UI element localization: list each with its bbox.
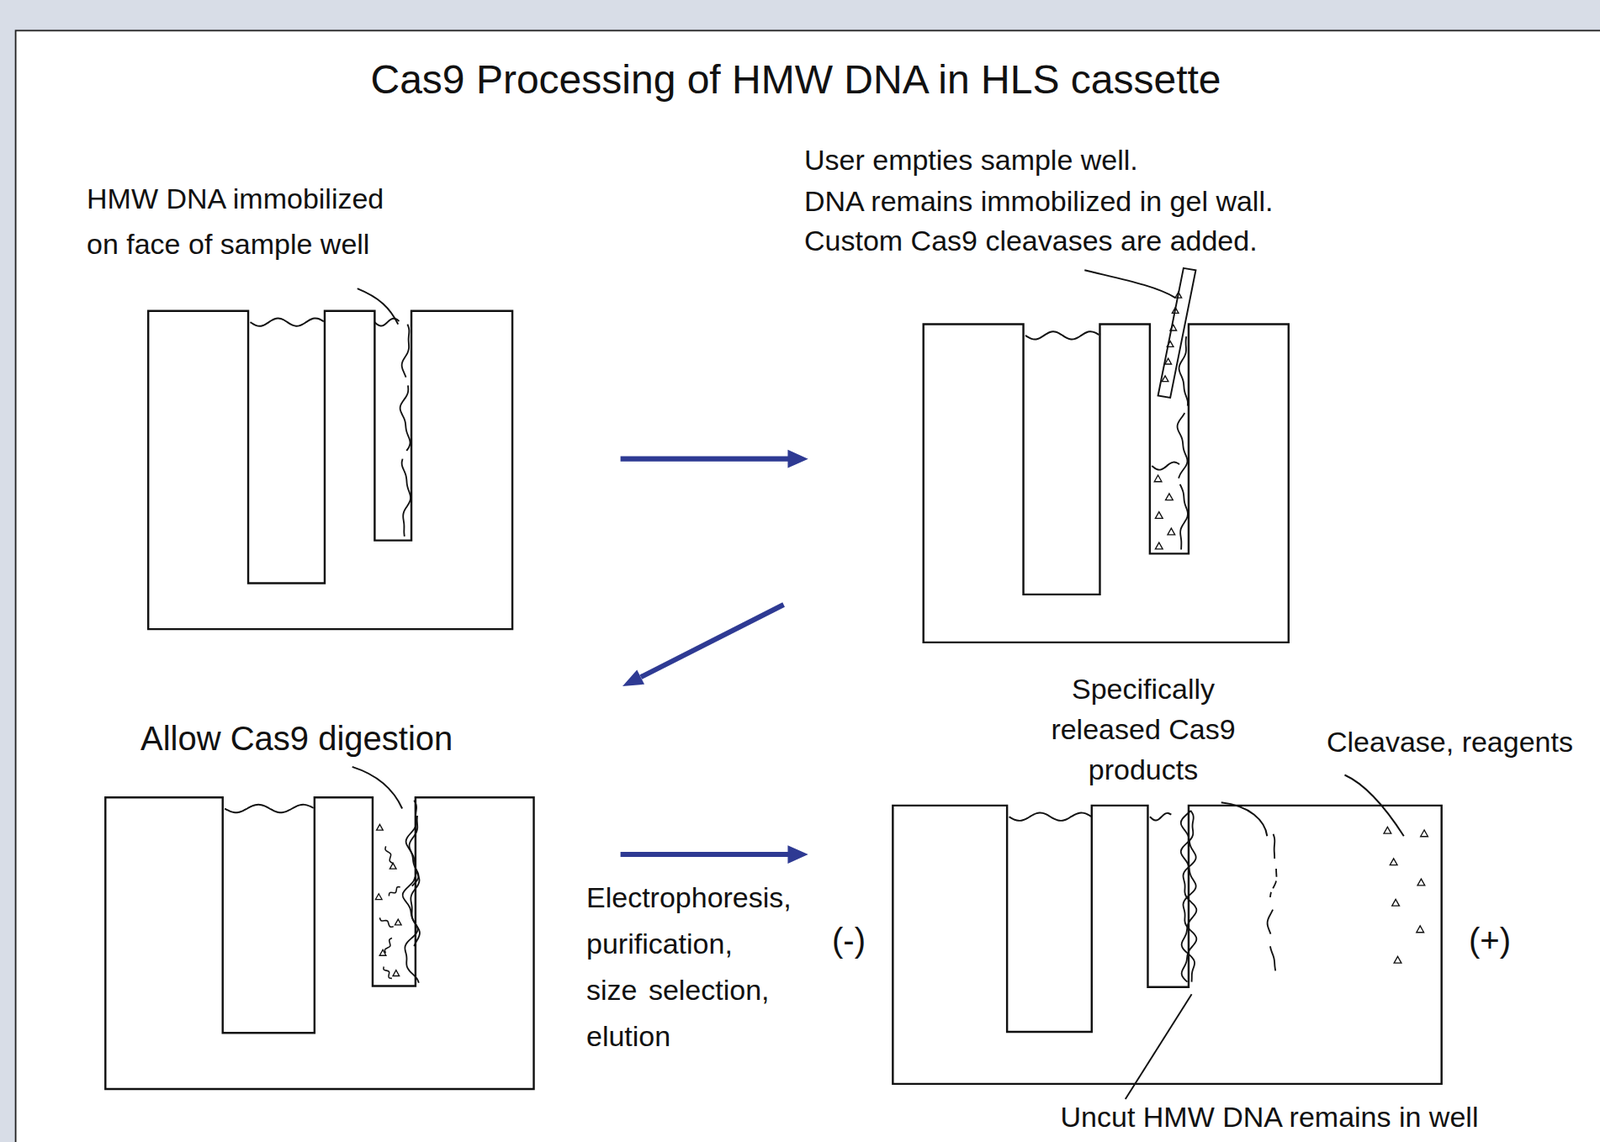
cleavase-symbol (392, 970, 400, 977)
callout-label: Specifically released Cas9 products (1033, 668, 1253, 790)
process-arrow (641, 604, 785, 678)
dna-strand (1270, 868, 1277, 898)
dna-strand (402, 877, 419, 984)
gel-cassette (148, 311, 513, 630)
cleavase-symbol (1161, 376, 1169, 382)
cleavase-symbol (1175, 291, 1182, 298)
diagram-title: Cas9 Processing of HMW DNA in HLS casset… (370, 55, 1221, 105)
cleavase-symbol (1389, 858, 1398, 866)
dna-strand (1181, 810, 1198, 983)
cleavase-symbol (1170, 324, 1177, 331)
gel-cassette (892, 805, 1442, 1085)
dna-strand (1180, 484, 1188, 551)
gel-cassette (923, 324, 1289, 643)
leader-line (352, 767, 403, 810)
liquid-surface (374, 318, 399, 327)
liquid-surface (249, 318, 324, 327)
arrow-head (622, 669, 645, 687)
step-heading: Allow Cas9 digestion (140, 718, 453, 759)
cleavase-symbol (1167, 528, 1176, 536)
dna-fragment (388, 887, 400, 897)
cleavase-symbol (1416, 926, 1425, 933)
dna-strand (400, 385, 411, 451)
arrow-head (787, 450, 808, 469)
leader-line (1125, 994, 1193, 1100)
cleavase-symbol (1392, 899, 1400, 906)
cleavase-symbol (376, 824, 384, 831)
step-note: Custom Cas9 cleavases are added. (804, 223, 1258, 259)
cleavase-symbol (1165, 358, 1172, 365)
cleavase-symbol (1171, 307, 1179, 314)
dna-strand (1181, 810, 1198, 983)
dna-fragment (385, 846, 393, 864)
arrow-head (787, 845, 808, 864)
process-arrow (620, 456, 791, 462)
leader-line (1084, 270, 1176, 298)
liquid-surface (1025, 331, 1099, 340)
arrow-label: Electrophoresis, purification, size sele… (586, 874, 793, 1060)
cleavase-symbol (1154, 512, 1163, 520)
callout-label: Uncut HMW DNA remains in well (1060, 1100, 1479, 1135)
electrode-sign: (+) (1468, 920, 1511, 961)
step-note: User empties sample well. (804, 143, 1139, 178)
cleavase-symbol (394, 919, 402, 926)
pipette-tip (1158, 268, 1197, 398)
liquid-surface (1009, 813, 1092, 822)
cleavase-symbol (1166, 341, 1174, 348)
dna-strand (409, 815, 420, 947)
callout-label: Cleavase, reagents (1326, 725, 1574, 760)
cleavase-symbol (1393, 956, 1402, 964)
dna-strand (1267, 910, 1274, 935)
dna-strand (1179, 336, 1188, 406)
leader-line (1221, 802, 1268, 837)
dna-strand (402, 324, 410, 378)
cleavase-symbol (1417, 879, 1426, 886)
gel-cassette (105, 797, 534, 1090)
dna-fragment (379, 917, 393, 928)
dna-strand (1270, 946, 1276, 971)
white-panel (15, 30, 1600, 1142)
liquid-surface (224, 805, 313, 813)
dna-fragment (384, 938, 393, 954)
leader-line (1344, 775, 1404, 838)
liquid-surface (1149, 813, 1171, 822)
cleavase-symbol (1420, 830, 1429, 838)
cleavase-symbol (1165, 493, 1174, 501)
cleavase-symbol (389, 863, 397, 869)
cleavase-symbol (1383, 826, 1392, 834)
cleavase-symbol (375, 894, 382, 901)
dna-fragment (383, 966, 393, 979)
step-note: DNA remains immobilized in gel wall. (804, 184, 1273, 219)
dna-strand (1273, 834, 1276, 859)
liquid-surface (1151, 462, 1180, 471)
process-arrow (620, 852, 791, 858)
cleavase-symbol (1154, 542, 1163, 550)
cleavase-symbol (1154, 475, 1162, 483)
callout-label: HMW DNA immobilized on face of sample we… (86, 175, 407, 267)
electrode-sign: (-) (831, 920, 866, 961)
dna-strand (402, 459, 411, 537)
dna-strand (1177, 413, 1188, 479)
